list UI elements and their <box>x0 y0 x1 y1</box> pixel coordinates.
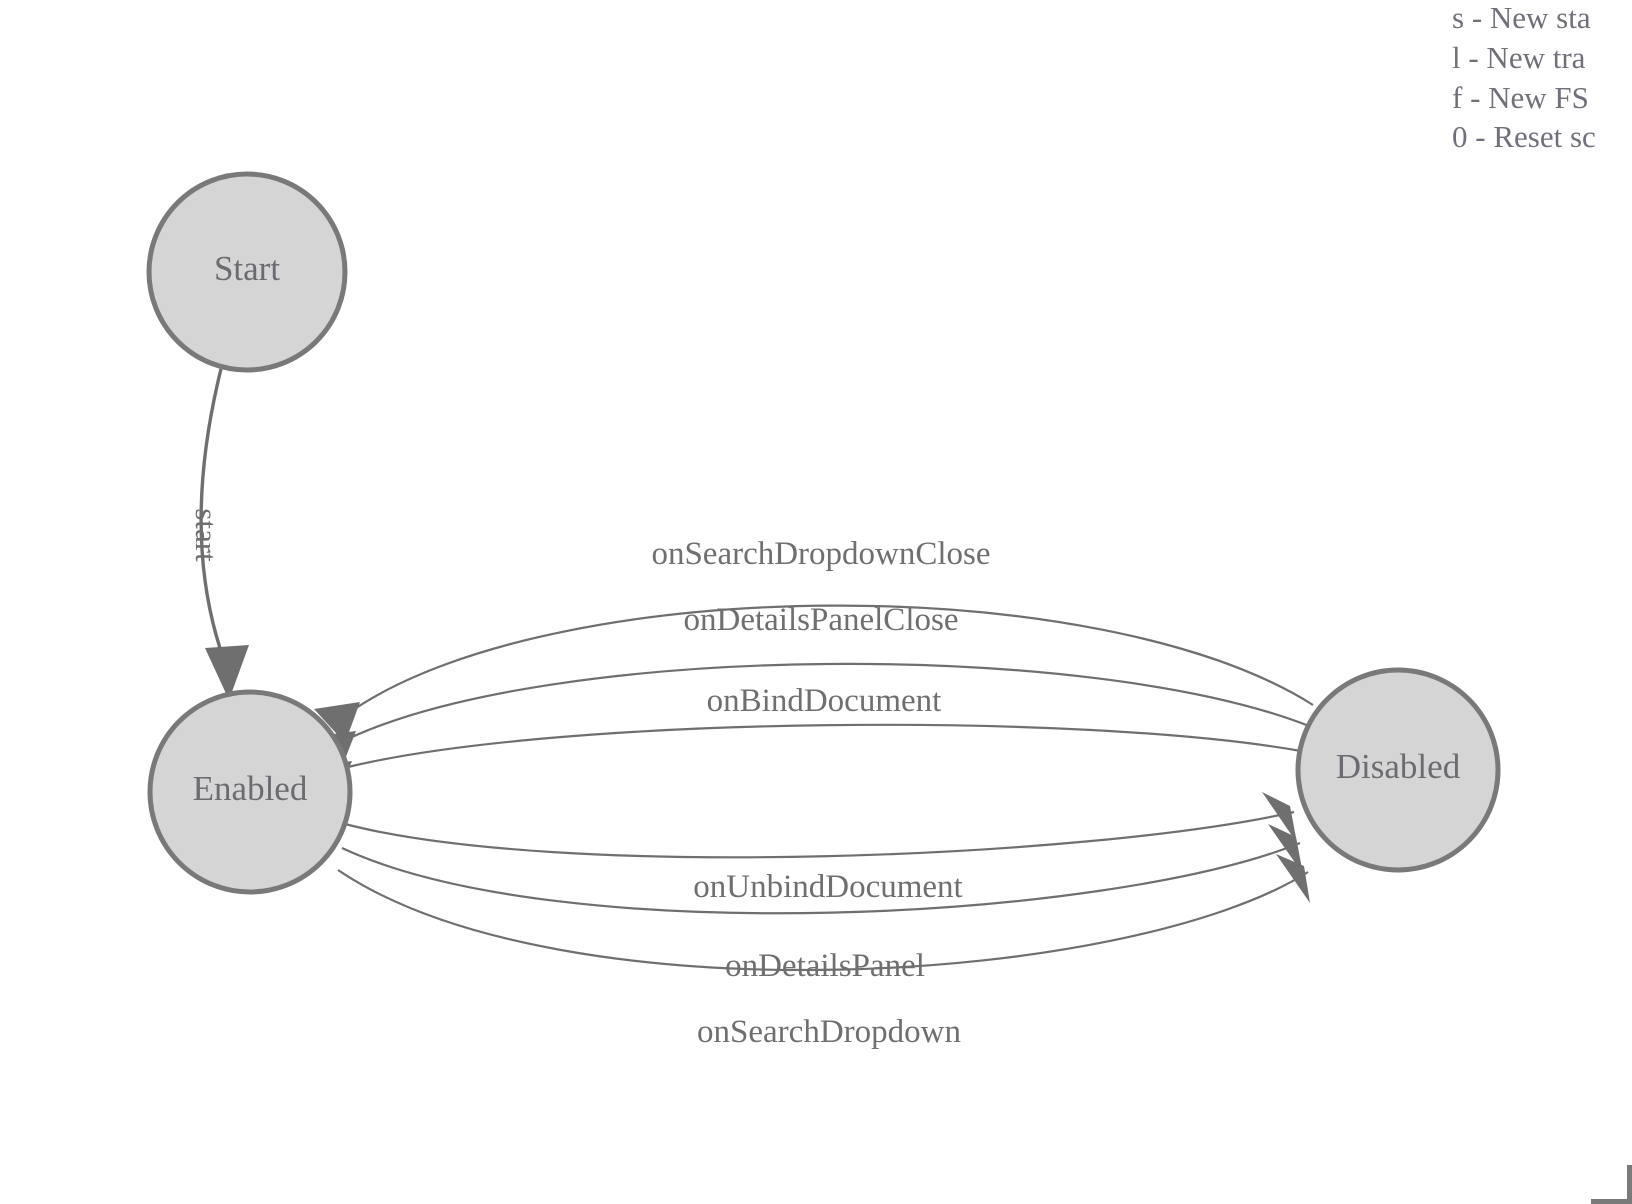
state-circle[interactable] <box>146 171 348 373</box>
state-label: Start <box>214 249 280 288</box>
transition-curve[interactable] <box>341 841 1301 915</box>
resize-corner-handle[interactable] <box>1591 1165 1632 1204</box>
transition-curve[interactable] <box>337 869 1309 972</box>
transition-label-on-bind-document: onBindDocument <box>707 683 942 719</box>
arrowhead-icon <box>1268 824 1303 874</box>
transition-start[interactable] <box>199 368 249 700</box>
state-node-start[interactable]: Start <box>146 171 348 373</box>
transition-on-search-dropdown[interactable] <box>337 854 1310 972</box>
transition-curve[interactable] <box>355 604 1314 709</box>
state-circle[interactable] <box>147 689 353 895</box>
transition-on-unbind-document[interactable] <box>344 792 1297 859</box>
transition-label-on-search-dropdown: onSearchDropdown <box>697 1014 961 1050</box>
state-circle[interactable] <box>1295 667 1501 873</box>
transition-on-details-panel[interactable] <box>341 824 1303 915</box>
transition-curve[interactable] <box>351 662 1310 739</box>
transition-curve[interactable] <box>347 723 1302 769</box>
state-label: Enabled <box>193 769 308 808</box>
transition-on-bind-document[interactable] <box>307 723 1302 802</box>
state-node-disabled[interactable]: Disabled <box>1295 667 1501 873</box>
state-node-enabled[interactable]: Enabled <box>147 689 353 895</box>
arrowhead-icon <box>1262 792 1297 843</box>
transition-label-on-unbind-document: onUnbindDocument <box>693 869 962 905</box>
transition-label-on-details-panel-close: onDetailsPanelClose <box>684 602 959 638</box>
transition-label-on-details-panel: onDetailsPanel <box>725 948 925 984</box>
transition-label-start: start <box>189 508 224 562</box>
transition-label-on-search-dropdown-close: onSearchDropdownClose <box>651 536 990 572</box>
arrowhead-icon <box>1276 854 1310 903</box>
transition-curve[interactable] <box>199 368 226 661</box>
transition-curve[interactable] <box>344 810 1295 859</box>
arrowhead-icon <box>205 645 249 700</box>
state-label: Disabled <box>1336 747 1461 786</box>
